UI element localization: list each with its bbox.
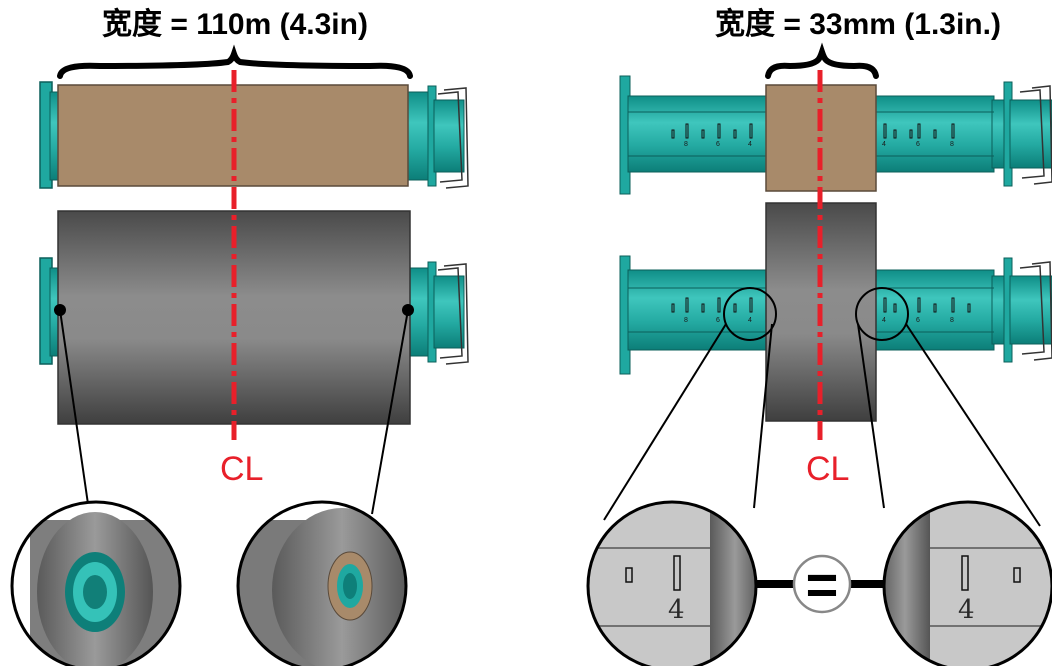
right-top-scale-8: 8 [684, 141, 688, 148]
left-panel: 宽度 = 110m (4.3in) [10, 7, 469, 666]
left-pointer-line-2 [371, 309, 409, 515]
right-bottom-scale-8: 8 [684, 317, 688, 324]
right-bottom-scale-6: 6 [716, 317, 720, 324]
right-panel: 宽度 = 33mm (1.3in.) [586, 7, 1052, 666]
right-top-spindle: 8 6 4 4 6 8 [619, 75, 1052, 195]
right-equals-symbol: = [806, 553, 839, 616]
right-bottom-scale-6b: 6 [916, 317, 920, 324]
left-pointer-line-1 [59, 309, 89, 505]
left-width-brace [57, 44, 413, 79]
right-zoom-left: 4 [586, 500, 758, 666]
right-top-scale-4: 4 [748, 141, 752, 148]
right-scale-magnifier-left [723, 287, 777, 341]
right-width-label: 宽度 = 33mm (1.3in.) [715, 7, 1001, 41]
right-top-scale-8b: 8 [950, 141, 954, 148]
left-centerline-label: CL [220, 450, 263, 488]
right-bottom-scale-8b: 8 [950, 317, 954, 324]
left-width-label: 宽度 = 110m (4.3in) [102, 7, 368, 41]
right-centerline-label: CL [806, 450, 849, 488]
right-leader-1 [603, 323, 727, 521]
left-zoom-teal-core [10, 500, 182, 666]
right-top-scale-4b: 4 [882, 141, 886, 148]
right-bottom-scale-4: 4 [748, 317, 752, 324]
right-zoom-right-number: 4 [958, 595, 975, 625]
right-leader-3 [857, 323, 885, 509]
right-leader-2 [753, 323, 773, 509]
left-zoom-cardboard-core [236, 500, 408, 666]
right-zoom-right: 4 [882, 500, 1052, 666]
right-top-scale-6: 6 [716, 141, 720, 148]
right-bottom-spindle: 8 6 4 4 6 8 [619, 255, 1052, 375]
right-equals-circle [792, 554, 852, 614]
right-zoom-left-number: 4 [668, 595, 685, 625]
right-width-brace [765, 42, 879, 79]
left-top-spindle [39, 81, 469, 189]
right-scale-magnifier-right [855, 287, 909, 341]
right-top-scale-6b: 6 [916, 141, 920, 148]
right-bottom-scale-4b: 4 [882, 317, 886, 324]
right-leader-4 [905, 323, 1041, 527]
